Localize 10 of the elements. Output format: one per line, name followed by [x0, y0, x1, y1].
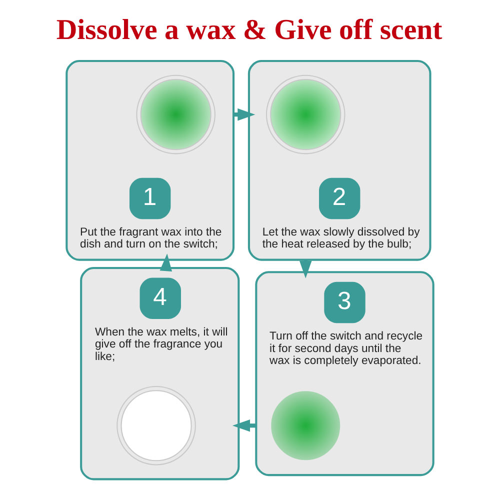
- cluster: 4 When the wax melts, it will give off the fragrance you like;: [80, 267, 240, 480]
- arrow: [160, 254, 172, 272]
- node-picture: [136, 74, 216, 154]
- node-picture: [266, 74, 346, 154]
- diagram-title: Dissolve a wax & Give off scent: [56, 14, 442, 46]
- node-picture: [116, 386, 196, 466]
- cluster: 3 Turn off the switch and recycle it for second days until the wax is completely evaporated.: [255, 271, 434, 476]
- node-picture: [270, 390, 342, 462]
- cluster: 2 Let the wax slowly dissolved by the heat released by the bulb;: [248, 60, 432, 261]
- cluster: 1 Put the fragrant wax into the dish and turn on the switch;: [66, 60, 235, 261]
